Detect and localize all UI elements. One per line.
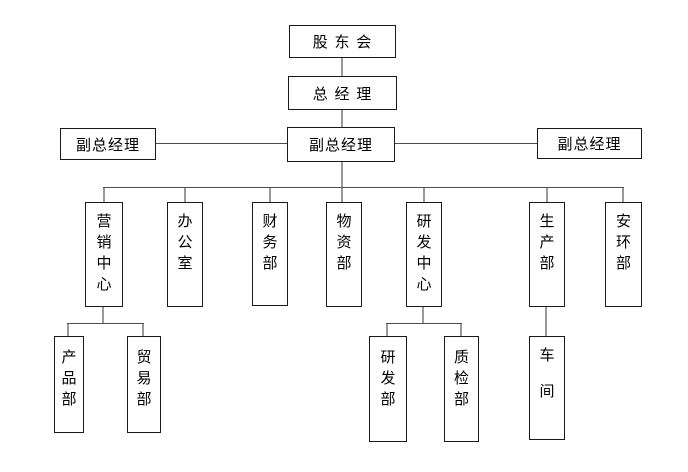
connector-subbus-to-trade-dept bbox=[142, 324, 144, 336]
org-box-deputy-gm-right: 副总经理 bbox=[537, 128, 642, 159]
shareholders-label: 股 东 会 bbox=[312, 33, 373, 51]
materials-dept-label: 物资部 bbox=[336, 212, 352, 272]
deputy-gm-left-label: 副总经理 bbox=[75, 135, 140, 154]
connector-deputy-right-link bbox=[395, 143, 537, 144]
office-label: 办公室 bbox=[177, 212, 193, 272]
org-box-trade-dept: 贸易部 bbox=[127, 336, 161, 433]
workshop-label: 车间 bbox=[539, 346, 555, 400]
marketing-center-label: 营销中心 bbox=[96, 212, 112, 293]
rd-dept-label: 研发部 bbox=[380, 348, 396, 408]
org-box-general-manager: 总 经 理 bbox=[288, 76, 397, 110]
quality-dept-label: 质检部 bbox=[453, 348, 469, 408]
org-box-production-dept: 生产部 bbox=[529, 202, 565, 307]
connector-bus-to-finance bbox=[269, 188, 271, 202]
connector-production-to-workshop bbox=[545, 307, 547, 336]
connector-gm-to-deputy-center bbox=[341, 110, 343, 127]
connector-subbus-to-quality-dept bbox=[460, 324, 462, 336]
connector-shareholders-to-gm bbox=[341, 58, 343, 76]
org-box-office: 办公室 bbox=[167, 202, 203, 307]
connector-deputy-center-to-bus bbox=[341, 162, 343, 202]
org-box-deputy-gm-center: 副总经理 bbox=[287, 127, 395, 162]
connector-bus-to-safety-env bbox=[622, 188, 624, 202]
connector-bus-to-office bbox=[184, 188, 186, 202]
org-box-quality-dept: 质检部 bbox=[444, 336, 479, 442]
connector-marketing-subbus bbox=[67, 323, 144, 324]
connector-bus-to-production bbox=[546, 188, 548, 202]
org-box-safety-env-dept: 安环部 bbox=[605, 202, 642, 307]
connector-rd-subbus bbox=[386, 323, 462, 324]
deputy-gm-right-label: 副总经理 bbox=[557, 135, 622, 153]
rd-center-label: 研发中心 bbox=[416, 212, 432, 293]
org-box-shareholders: 股 东 会 bbox=[289, 25, 396, 58]
org-box-deputy-gm-left: 副总经理 bbox=[60, 128, 156, 160]
connector-bus-to-rd-center bbox=[423, 188, 425, 202]
org-box-rd-center: 研发中心 bbox=[406, 202, 442, 307]
org-box-marketing-center: 营销中心 bbox=[85, 202, 123, 307]
org-box-finance-dept: 财务部 bbox=[252, 202, 288, 306]
production-dept-label: 生产部 bbox=[539, 212, 555, 272]
finance-dept-label: 财务部 bbox=[262, 212, 278, 272]
general-manager-label: 总 经 理 bbox=[312, 84, 373, 103]
connector-department-bus bbox=[103, 187, 624, 188]
org-box-rd-dept: 研发部 bbox=[369, 336, 407, 442]
connector-subbus-to-product-dept bbox=[67, 324, 69, 336]
trade-dept-label: 贸易部 bbox=[136, 348, 152, 408]
deputy-gm-center-label: 副总经理 bbox=[308, 136, 373, 154]
org-box-materials-dept: 物资部 bbox=[326, 202, 362, 307]
connector-rd-center-to-subbus bbox=[422, 307, 424, 324]
connector-deputy-left-link bbox=[156, 143, 287, 144]
org-box-workshop: 车间 bbox=[529, 336, 565, 440]
connector-subbus-to-rd-dept bbox=[386, 324, 388, 336]
connector-marketing-to-subbus bbox=[102, 307, 104, 324]
product-dept-label: 产品部 bbox=[61, 348, 77, 408]
safety-env-dept-label: 安环部 bbox=[615, 212, 631, 272]
connector-bus-to-marketing-center bbox=[103, 188, 105, 202]
org-box-product-dept: 产品部 bbox=[54, 336, 84, 433]
